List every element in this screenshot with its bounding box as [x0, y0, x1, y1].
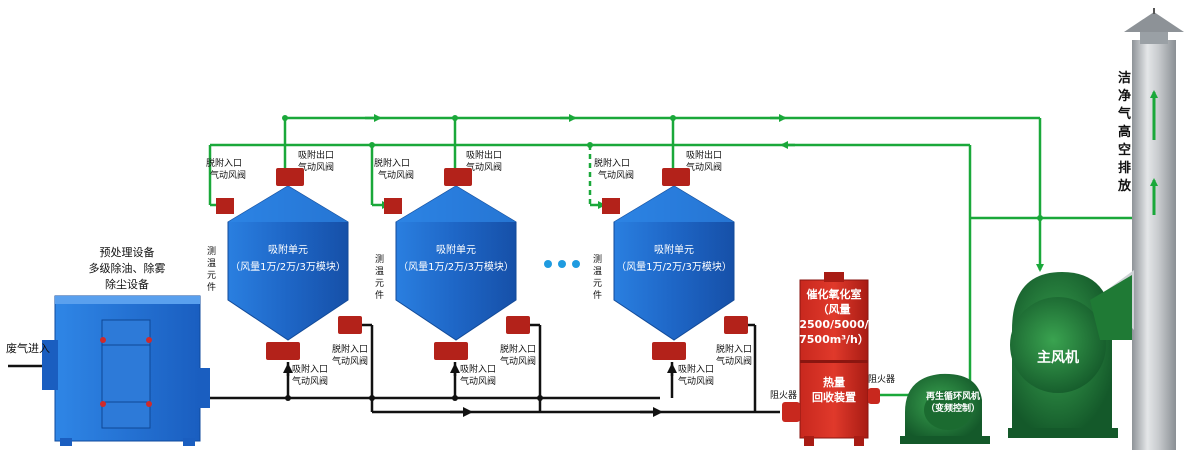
svg-text:催化氧化室: 催化氧化室	[807, 287, 862, 301]
more-units-ellipsis	[544, 260, 580, 268]
svg-text:气动风阀: 气动风阀	[500, 355, 536, 367]
chimney-label: 洁 净 气 高 空 排 放	[1117, 70, 1132, 194]
svg-text:除尘设备: 除尘设备	[105, 277, 149, 291]
svg-text:气动风阀: 气动风阀	[292, 375, 328, 387]
svg-text:气动风阀: 气动风阀	[298, 161, 334, 173]
svg-text:排: 排	[1118, 160, 1131, 176]
black-junctions	[285, 395, 543, 401]
svg-text:7500m³/h）: 7500m³/h）	[799, 333, 869, 346]
svg-text:放: 放	[1117, 178, 1132, 194]
svg-text:脱附入口: 脱附入口	[206, 157, 242, 169]
svg-text:件: 件	[593, 289, 602, 301]
svg-text:件: 件	[207, 281, 216, 293]
adsorption-unit-1	[216, 168, 362, 360]
svg-text:温: 温	[593, 266, 602, 277]
svg-text:气动风阀: 气动风阀	[716, 355, 752, 367]
chimney	[1100, 8, 1184, 450]
catalytic-oxidation-chamber	[782, 272, 880, 446]
svg-text:再生循环风机: 再生循环风机	[926, 390, 980, 402]
main-fan-label: 主风机	[1037, 349, 1079, 366]
svg-text:件: 件	[375, 289, 384, 301]
svg-text:回收装置: 回收装置	[812, 390, 856, 404]
svg-text:吸附出口: 吸附出口	[298, 149, 334, 161]
svg-text:洁: 洁	[1118, 70, 1131, 86]
pretreatment-label: 预处理设备 多级除油、除雾 除尘设备	[89, 245, 166, 291]
svg-text:气动风阀: 气动风阀	[686, 161, 722, 173]
svg-text:气动风阀: 气动风阀	[460, 375, 496, 387]
adsorption-unit-3	[602, 168, 748, 360]
svg-text:预处理设备: 预处理设备	[100, 245, 155, 259]
svg-text:气动风阀: 气动风阀	[332, 355, 368, 367]
svg-text:气动风阀: 气动风阀	[678, 375, 714, 387]
flame-arrester-label-2: 阻火器	[868, 374, 895, 385]
svg-text:吸附入口: 吸附入口	[292, 363, 328, 375]
svg-text:（变频控制）: （变频控制）	[926, 402, 980, 414]
svg-text:气动风阀: 气动风阀	[598, 169, 634, 181]
svg-text:脱附入口: 脱附入口	[594, 157, 630, 169]
green-junctions	[282, 115, 1043, 221]
svg-text:（风量: （风量	[818, 302, 851, 316]
svg-text:2500/5000/: 2500/5000/	[799, 318, 869, 331]
svg-text:测: 测	[207, 246, 216, 257]
svg-text:多级除油、除雾: 多级除油、除雾	[89, 261, 166, 275]
flame-arrester-label-1: 阻火器	[770, 390, 797, 401]
main-fan	[1008, 272, 1132, 438]
svg-text:（风量1万/2万/3万模块）: （风量1万/2万/3万模块）	[230, 261, 346, 273]
temperature-sensor-labels: 测 温 元 件 测 温 元 件 测 温 元 件	[207, 246, 602, 301]
svg-text:高: 高	[1118, 124, 1131, 140]
svg-text:气动风阀: 气动风阀	[378, 169, 414, 181]
svg-text:元: 元	[207, 271, 216, 281]
svg-text:吸附出口: 吸附出口	[686, 149, 722, 161]
svg-text:元: 元	[375, 279, 384, 289]
svg-text:净: 净	[1118, 88, 1131, 104]
valve-labels: 脱附入口 气动风阀 吸附出口 气动风阀 吸附入口 气动风阀 脱附入口 气动风阀 …	[206, 149, 752, 387]
waste-gas-inlet-label: 废气进入	[6, 341, 50, 355]
svg-text:脱附入口: 脱附入口	[332, 343, 368, 355]
svg-text:吸附单元: 吸附单元	[654, 243, 694, 256]
green-pipe-network	[208, 114, 1132, 399]
pretreatment-equipment	[42, 295, 210, 446]
svg-text:脱附入口: 脱附入口	[500, 343, 536, 355]
svg-text:脱附入口: 脱附入口	[374, 157, 410, 169]
svg-text:吸附入口: 吸附入口	[460, 363, 496, 375]
svg-text:吸附单元: 吸附单元	[268, 243, 308, 256]
svg-text:温: 温	[375, 266, 384, 277]
svg-text:元: 元	[593, 279, 602, 289]
svg-text:气动风阀: 气动风阀	[466, 161, 502, 173]
svg-text:（风量1万/2万/3万模块）: （风量1万/2万/3万模块）	[616, 261, 732, 273]
svg-text:温: 温	[207, 258, 216, 269]
svg-text:（风量1万/2万/3万模块）: （风量1万/2万/3万模块）	[398, 261, 514, 273]
svg-text:吸附入口: 吸附入口	[678, 363, 714, 375]
svg-text:吸附单元: 吸附单元	[436, 243, 476, 256]
regeneration-circulation-fan	[900, 373, 990, 444]
svg-text:脱附入口: 脱附入口	[716, 343, 752, 355]
svg-text:测: 测	[375, 254, 384, 265]
svg-text:气: 气	[1118, 106, 1131, 122]
svg-text:气动风阀: 气动风阀	[210, 169, 246, 181]
svg-text:测: 测	[593, 254, 602, 265]
adsorption-unit-2	[384, 168, 530, 360]
svg-text:吸附出口: 吸附出口	[466, 149, 502, 161]
svg-text:热量: 热量	[823, 375, 845, 389]
svg-text:空: 空	[1118, 142, 1131, 158]
regen-fan-label: 再生循环风机 （变频控制）	[926, 390, 980, 414]
adsorption-unit-labels: 吸附单元 （风量1万/2万/3万模块） 吸附单元 （风量1万/2万/3万模块） …	[230, 243, 732, 273]
catalytic-chamber-labels: 催化氧化室 （风量 2500/5000/ 7500m³/h） 热量 回收装置	[799, 287, 869, 404]
